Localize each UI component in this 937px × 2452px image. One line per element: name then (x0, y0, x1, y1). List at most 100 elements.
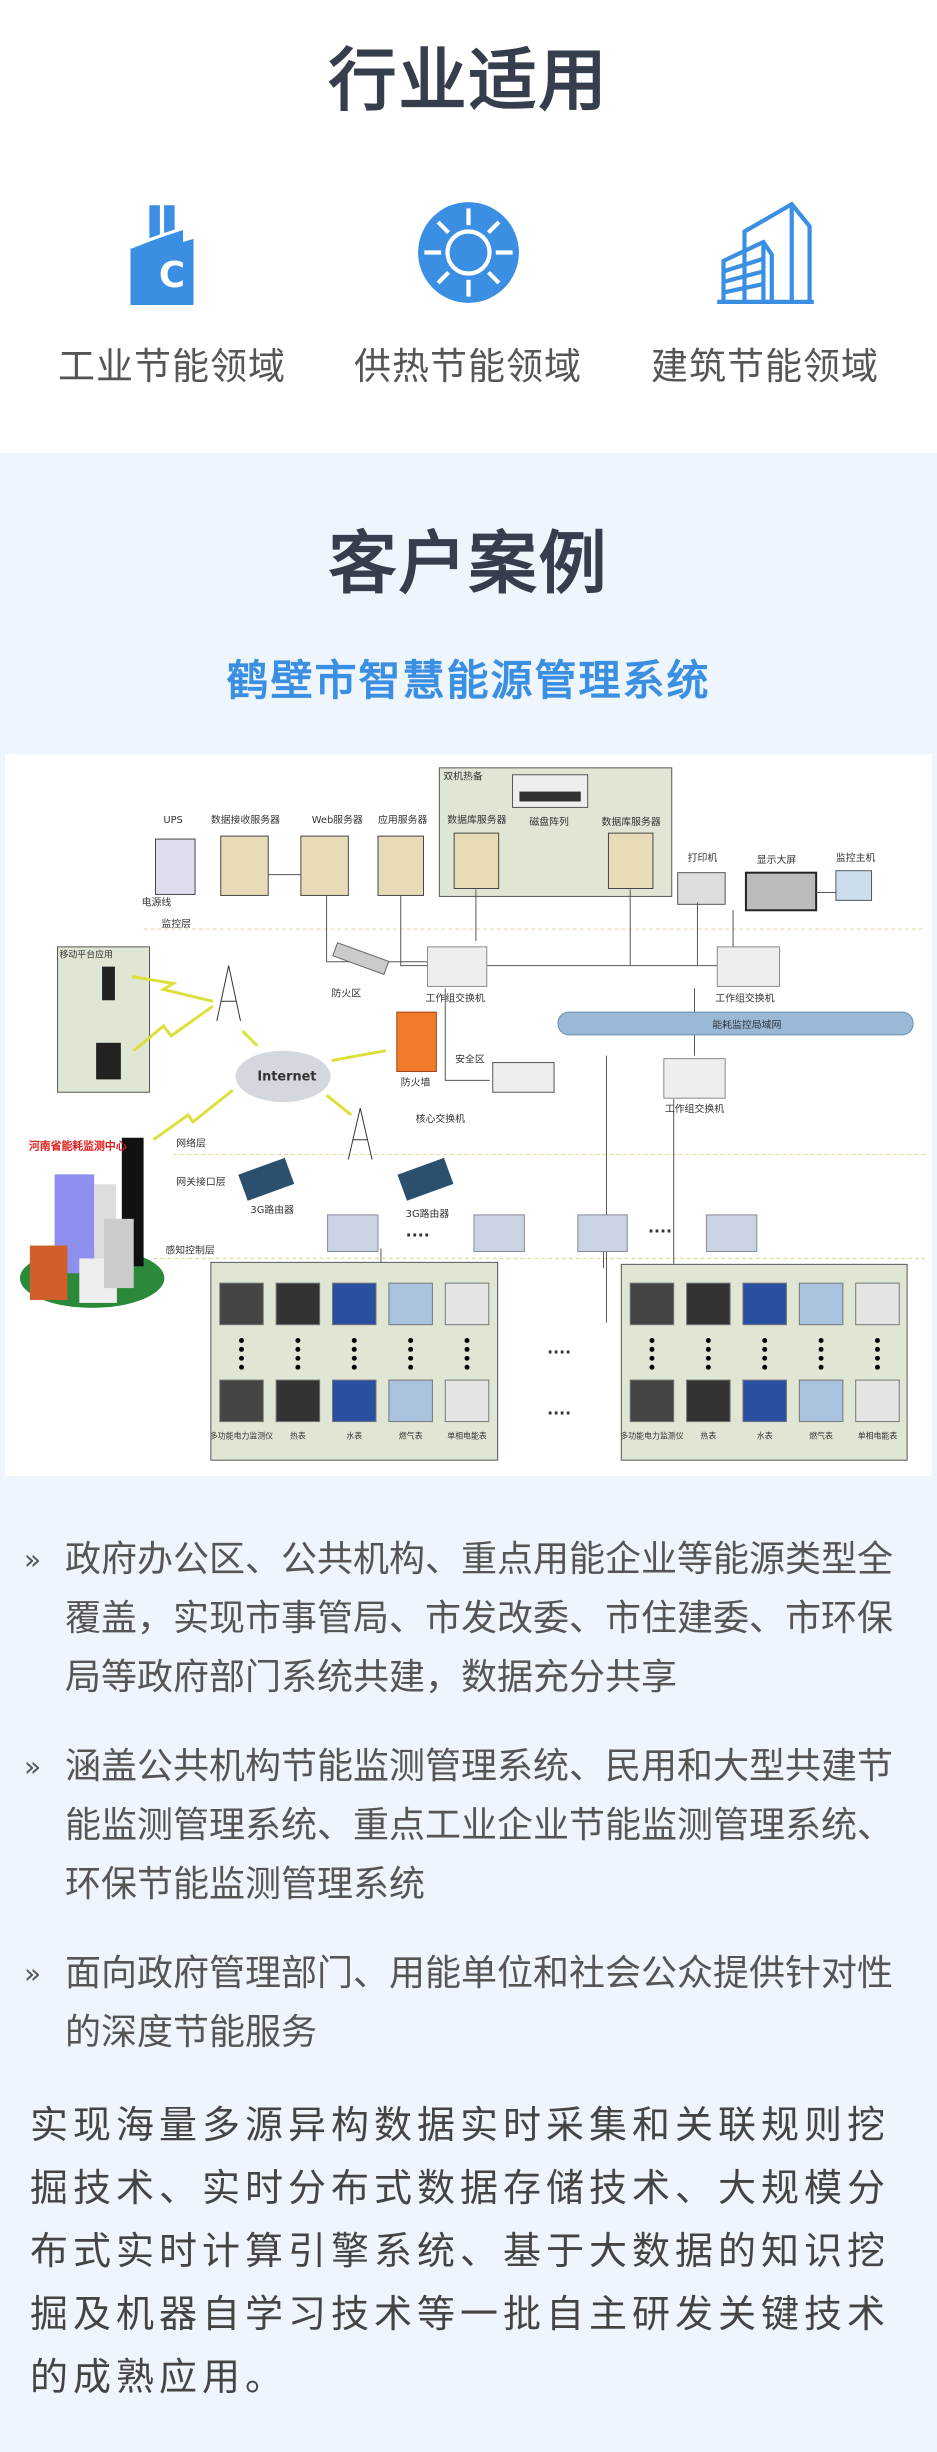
ellipsis-dot (649, 1355, 655, 1361)
device-label: 燃气表 (809, 1430, 833, 1440)
phone-icon (102, 966, 115, 1001)
ellipsis-dot (874, 1364, 880, 1370)
svg-text:····: ···· (547, 1404, 571, 1423)
wireless-link-icon (131, 975, 387, 1141)
ellipsis-dot (295, 1338, 301, 1343)
meter-device (444, 1379, 490, 1423)
meter-device (388, 1379, 433, 1423)
svg-text:数据库服务器: 数据库服务器 (447, 813, 506, 826)
svg-text:····: ···· (406, 1226, 430, 1245)
device-label: 多功能电力监测仪 (620, 1430, 683, 1440)
meter-device (855, 1282, 900, 1326)
meter-device (629, 1282, 675, 1326)
svg-text:····: ···· (547, 1342, 571, 1361)
ellipsis-dot (705, 1338, 711, 1343)
industry-label: 工业节能领域 (58, 345, 286, 388)
router-icon (238, 1157, 295, 1201)
center-label: 河南省能耗监测中心 (29, 1139, 127, 1153)
ellipsis-dot (351, 1346, 357, 1352)
svg-text:防火墙: 防火墙 (401, 1075, 431, 1088)
db-server-1 (453, 832, 500, 890)
router-icon (397, 1157, 454, 1201)
ellipsis-dot (762, 1364, 768, 1370)
sun-icon (417, 202, 519, 303)
ellipsis-dot (649, 1364, 655, 1370)
ellipsis-dot (239, 1346, 244, 1352)
feature-item: »涵盖公共机构节能监测管理系统、民用和大型共建节能监测管理系统、重点工业企业节能… (0, 1737, 937, 1914)
ellipsis-dot (649, 1338, 655, 1343)
ellipsis-dot (408, 1355, 414, 1361)
svg-text:Web服务器: Web服务器 (312, 813, 363, 826)
svg-text:Internet: Internet (257, 1069, 316, 1084)
ellipsis-dot (239, 1364, 244, 1370)
device-label: 单相电能表 (447, 1430, 487, 1440)
ellipsis-dot (351, 1355, 357, 1361)
svg-text:磁盘阵列: 磁盘阵列 (529, 815, 569, 828)
industry-section: 行业适用 C 工业节能领域 供热节能领域 建筑节能领域 (0, 0, 937, 453)
monitoring-center-building (19, 1137, 165, 1308)
radio-tower-icon (216, 965, 373, 1160)
svg-text:显示大屏: 显示大屏 (757, 853, 797, 866)
ellipsis-dot (239, 1355, 244, 1361)
big-screen (744, 871, 818, 912)
svg-text:应用服务器: 应用服务器 (378, 813, 428, 826)
svg-text:监控层: 监控层 (161, 917, 191, 930)
ellipsis-dot (351, 1364, 357, 1370)
concentrator-panels (327, 1214, 758, 1252)
ellipsis-dot (408, 1338, 414, 1343)
ellipsis-dot (464, 1355, 470, 1361)
device-label: 水表 (757, 1430, 773, 1440)
svg-text:移动平台应用: 移动平台应用 (60, 949, 113, 961)
bullet-marker: » (24, 1957, 42, 1990)
feature-item: »面向政府管理部门、用能单位和社会公众提供针对性的深度节能服务 (0, 1944, 937, 2062)
meter-device (629, 1379, 675, 1423)
cases-title: 客户案例 (328, 525, 609, 604)
tech-paragraph: 实现海量多源异构数据实时采集和关联规则挖掘技术、实时分布式数据存储技术、大规模分… (30, 2103, 891, 2399)
svg-text:能耗监控局域网: 能耗监控局域网 (712, 1018, 781, 1031)
meter-device (332, 1379, 377, 1423)
servers (154, 832, 654, 896)
workgroup-switches (426, 946, 781, 1099)
meter-device (275, 1379, 321, 1423)
device-label: 燃气表 (399, 1430, 423, 1440)
recv-server (220, 835, 269, 896)
svg-text:工作组交换机: 工作组交换机 (425, 991, 484, 1004)
ellipsis-dot (818, 1338, 824, 1343)
industry-title: 行业适用 (328, 42, 609, 121)
svg-text:数据库服务器: 数据库服务器 (602, 815, 661, 828)
ellipsis-dot (408, 1346, 414, 1352)
svg-text:3G路由器: 3G路由器 (406, 1207, 450, 1220)
ellipsis-dot (464, 1364, 470, 1370)
ellipsis-dot (818, 1364, 824, 1370)
device-label: 热表 (700, 1430, 716, 1440)
device-label: 单相电能表 (858, 1430, 898, 1440)
industry-item-industrial: C 工业节能领域 (22, 200, 322, 389)
printer (677, 872, 726, 905)
device-label: 水表 (346, 1430, 362, 1440)
disk-array (512, 774, 589, 808)
meter-device (798, 1379, 844, 1423)
bullet-marker: » (24, 1543, 42, 1576)
case-subtitle: 鹤壁市智慧能源管理系统 (226, 656, 711, 705)
ellipsis-dot (295, 1364, 301, 1370)
hot-standby-label: 双机热备 (443, 770, 483, 783)
layer-sense-label: 感知控制层 (165, 1243, 215, 1256)
ellipsis-dot (762, 1346, 768, 1352)
svg-text:····: ···· (648, 1222, 672, 1241)
firewall-area-device (332, 942, 390, 976)
ellipsis-dot (874, 1346, 880, 1352)
internet-cloud (235, 1050, 331, 1103)
svg-text:安全区: 安全区 (455, 1053, 485, 1066)
ellipsis-dot (818, 1355, 824, 1361)
firewall-icon (396, 1011, 437, 1072)
ellipsis-dot (351, 1338, 357, 1343)
industry-item-building: 建筑节能领域 (615, 200, 915, 389)
core-switch (492, 1062, 555, 1093)
ellipsis-dot (464, 1338, 470, 1343)
industry-label: 供热节能领域 (354, 345, 582, 388)
monitor-host (835, 870, 873, 901)
db-server-2 (607, 832, 654, 890)
ellipsis-dot (762, 1355, 768, 1361)
ellipsis-dot (874, 1338, 880, 1343)
ellipsis-dot (762, 1338, 768, 1343)
